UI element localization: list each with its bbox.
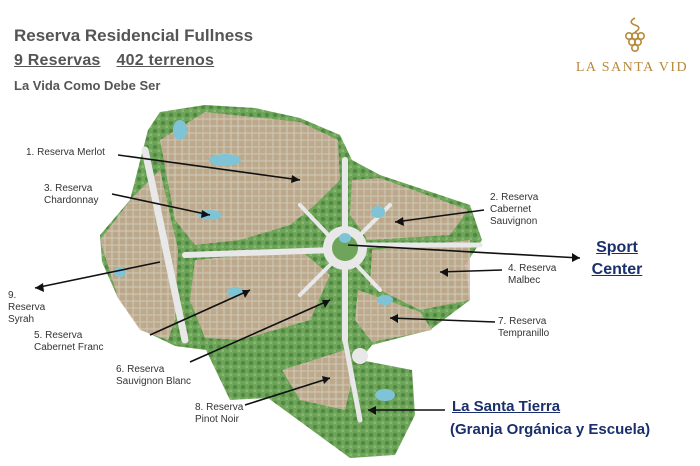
development-area bbox=[100, 105, 482, 458]
reserva-cabernet-sauvignon-area bbox=[350, 178, 468, 240]
reserva-malbec-area bbox=[370, 240, 470, 310]
terrenos-count: 402 terrenos bbox=[116, 52, 215, 69]
slogan: La Vida Como Debe Ser bbox=[14, 78, 161, 93]
subtitle-counts: 9 Reservas 402 terrenos bbox=[14, 52, 214, 70]
callout-lines bbox=[34, 154, 581, 411]
page-title: Reserva Residencial Fullness bbox=[14, 26, 254, 45]
reserva-tempranillo-area bbox=[355, 290, 432, 342]
reserva-sauvignon-blanc-area bbox=[190, 250, 330, 340]
grape-cluster-icon bbox=[625, 17, 645, 52]
label-reserva-merlot: 1. Reserva Merlot bbox=[26, 147, 105, 158]
lakes bbox=[114, 120, 395, 401]
brand-name: LA SANTA VID bbox=[575, 60, 689, 75]
santa-tierra-subtitle: (Granja Orgánica y Escuela) bbox=[450, 421, 651, 438]
reservas-count: 9 Reservas bbox=[14, 52, 101, 69]
santa-tierra-title: La Santa Tierra bbox=[452, 398, 561, 415]
reserva-pinot-noir-area bbox=[282, 350, 352, 410]
